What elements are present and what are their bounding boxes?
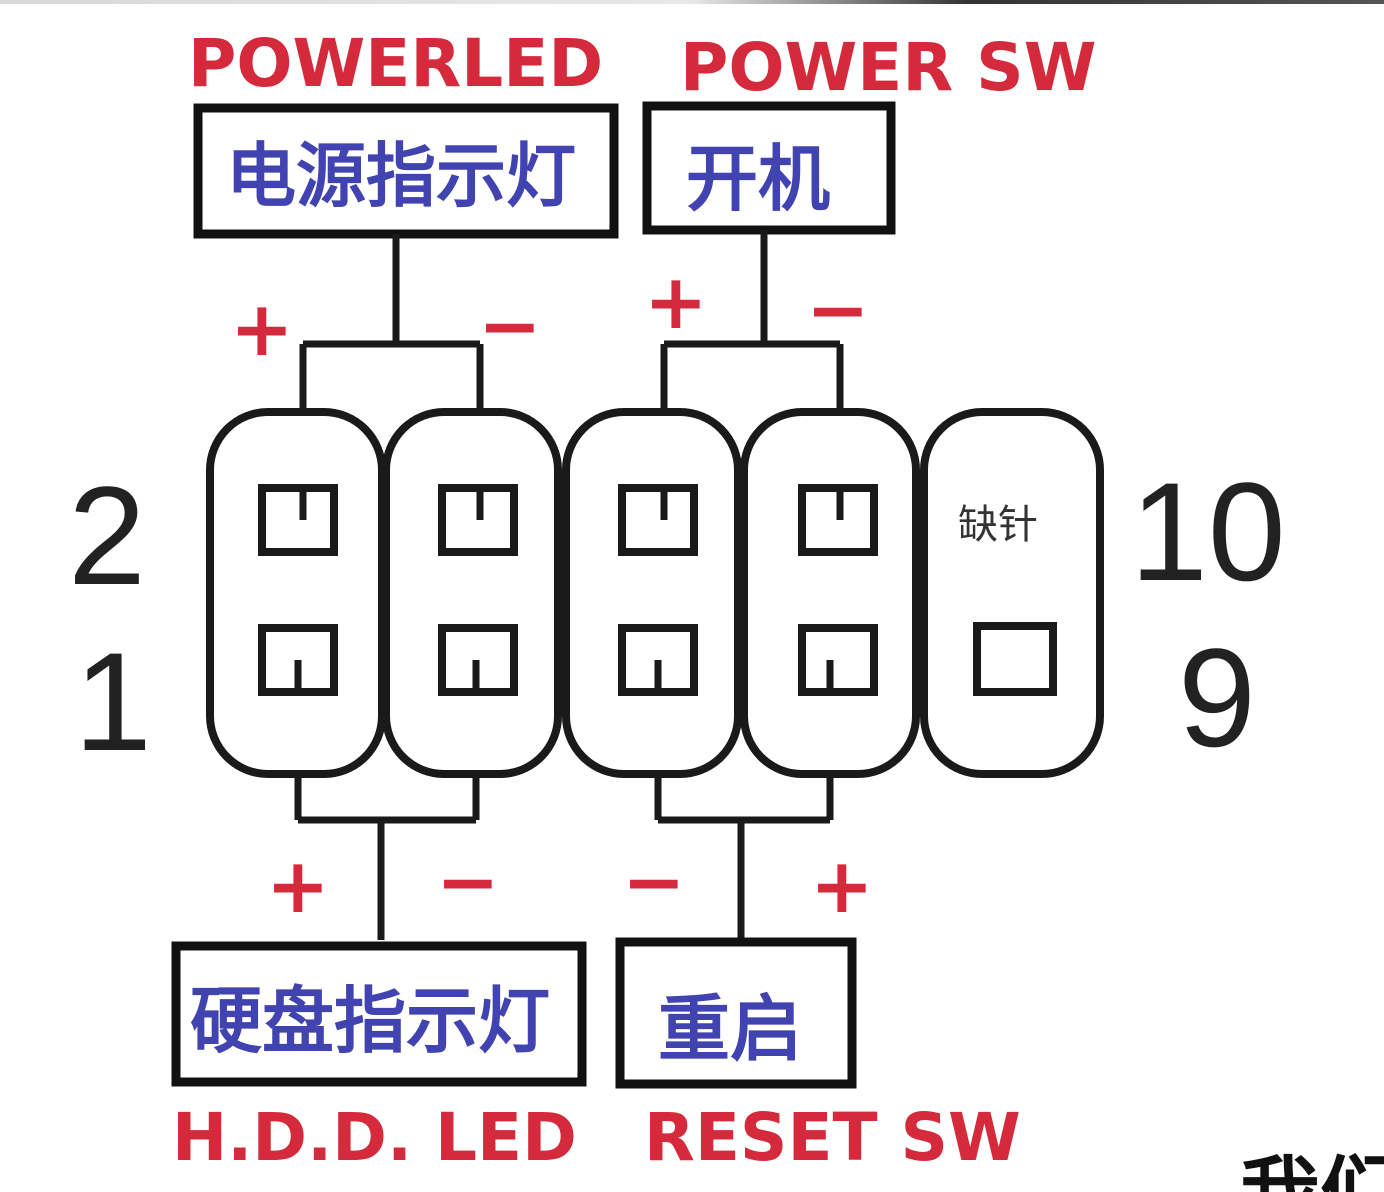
power-led-label: POWERLED [188,25,603,102]
power-led-plus: + [230,284,294,373]
power-led-wire [299,234,484,520]
power-sw-plus: + [644,257,708,346]
pin-number-10: 10 [1130,453,1286,610]
power-led-minus: − [478,281,542,370]
power-led-zh: 电源指示灯 [226,135,576,217]
hdd-led-box [171,941,587,1087]
power-sw-minus: − [806,265,870,354]
reset-sw-minus: − [622,837,686,926]
hdd-led-label: H.D.D. LED [172,1099,577,1176]
power-sw-label: POWER SW [680,29,1097,106]
power-sw-wire [660,230,844,520]
pin-number-1: 1 [74,623,152,780]
pin-column-2 [382,408,562,778]
hdd-led-minus: − [436,837,500,926]
missing-pin-label: 缺针 [958,502,1038,548]
pin-column-4 [740,408,920,778]
reset-sw-label: RESET SW [644,1099,1021,1176]
pin-6 [618,484,698,556]
pin-wire-ends [294,488,844,692]
pin-2 [258,484,338,556]
pin-header [206,408,1104,778]
pin-7 [798,624,878,696]
power-led-box [193,103,619,239]
pin-9 [973,622,1057,696]
pin-column-1 [206,408,386,778]
pin-column-3 [562,408,742,778]
pin-number-9: 9 [1178,619,1256,776]
power-sw-zh: 开机 [686,137,830,221]
reset-sw-box [615,937,857,1089]
hdd-led-zh: 硬盘指示灯 [190,979,550,1063]
top-edge-strip [0,0,1384,4]
power-sw-box [642,101,896,235]
hdd-led-plus: + [266,841,330,930]
reset-sw-zh: 重启 [658,987,802,1071]
pin-column-5 [920,408,1104,778]
pin-number-2: 2 [68,457,146,614]
corner-caption: 我们 [1240,1148,1384,1192]
reset-sw-plus: + [810,841,874,930]
